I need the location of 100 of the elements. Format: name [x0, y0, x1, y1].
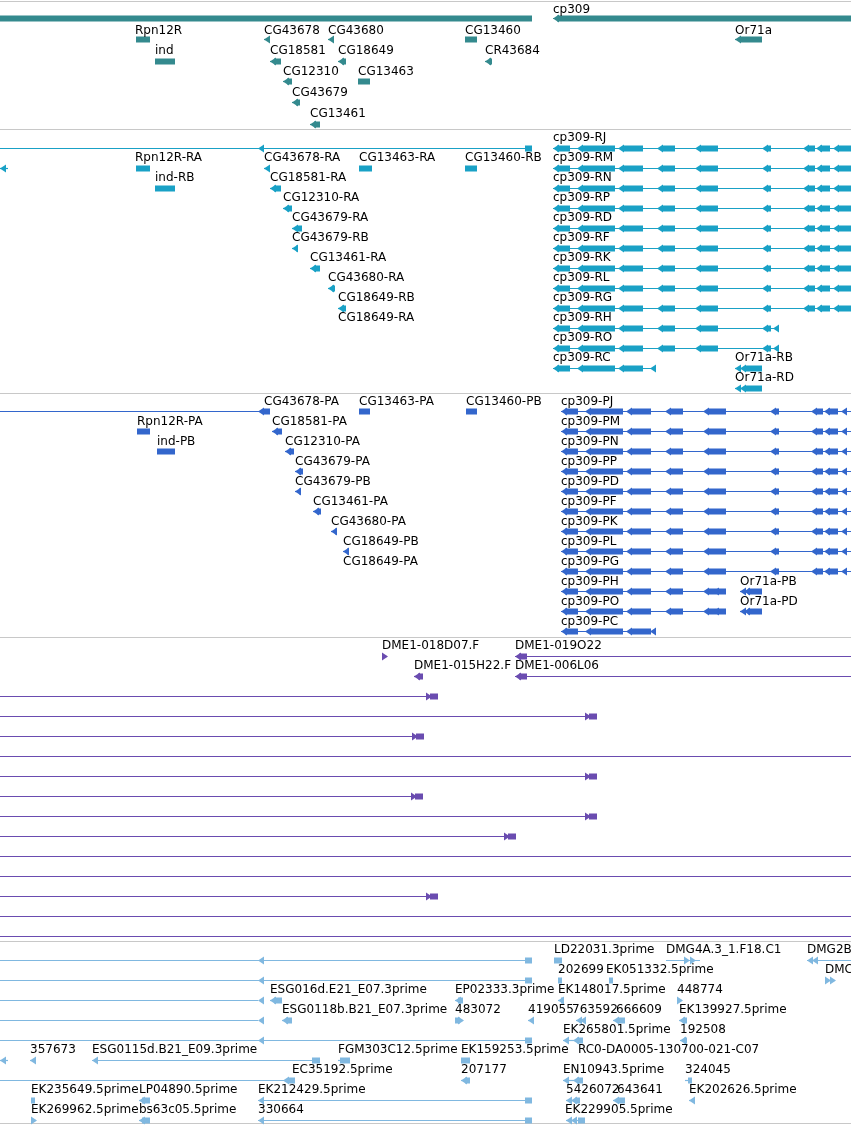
feature-label: cp309-PP	[561, 454, 617, 468]
feature-label: bs63c05.5prime	[139, 1102, 237, 1116]
feature-label: 207177	[461, 1062, 507, 1076]
feature-label: EK269962.5prime	[31, 1102, 139, 1116]
feature-label: Or71a	[735, 23, 772, 37]
feature-label: CG13463-RA	[359, 150, 436, 164]
feature-label: ESG016d.E21_E07.3prime	[270, 982, 427, 996]
feature-label: DME1-006L06	[515, 658, 599, 672]
feature-label: DME1-018D07.F	[382, 638, 480, 652]
feature-label: 357673	[30, 1042, 76, 1056]
feature-label: EK235649.5prime	[31, 1082, 139, 1096]
feature-label: CG43679-PB	[295, 474, 371, 488]
feature-label: cp309-PD	[561, 474, 619, 488]
feature-label: cp309-RL	[553, 270, 610, 284]
feature-label: Or71a-PD	[740, 594, 798, 608]
feature-label: cp309-RD	[553, 210, 613, 224]
feature-label: CG18649-RA	[338, 310, 415, 324]
feature-label: cp309-PL	[561, 534, 617, 548]
feature-label: cp309-PM	[561, 414, 621, 428]
feature-label: ind-PB	[157, 434, 196, 448]
feature-label: cp309-PN	[561, 434, 619, 448]
feature-label: 643641	[617, 1082, 663, 1096]
feature-label: 5426072	[566, 1082, 620, 1096]
feature-label: cp309-RN	[553, 170, 612, 184]
feature-label: 763592	[572, 1002, 618, 1016]
feature-label: EK051332.5prime	[606, 962, 714, 976]
feature-label: CG12310-RA	[283, 190, 360, 204]
feature-label: CG18649-RB	[338, 290, 415, 304]
feature-label: CG13461-PA	[313, 494, 388, 508]
feature-label: EK148017.5prime	[558, 982, 666, 996]
feature-label: cp309-RJ	[553, 130, 607, 144]
feature-label: EC35192.5prime	[292, 1062, 393, 1076]
feature-label: DME1-015H22.F	[414, 658, 512, 672]
feature-label: cp309-PC	[561, 614, 619, 628]
feature-label: ESG0115d.B21_E09.3prime	[92, 1042, 258, 1056]
feature-label: 324045	[685, 1062, 731, 1076]
feature-label: CG18581	[270, 43, 326, 57]
feature-label: FGM303C12.5prime	[338, 1042, 458, 1056]
feature-label: CG43679-PA	[295, 454, 370, 468]
feature-label: 202699	[558, 962, 604, 976]
feature-label: cp309-RM	[553, 150, 614, 164]
feature-label: EK159253.5prime	[461, 1042, 569, 1056]
feature-label: EK212429.5prime	[258, 1082, 366, 1096]
feature-label: cp309-PF	[561, 494, 617, 508]
feature-label: CG13463-PA	[359, 394, 434, 408]
feature-label: Or71a-PB	[740, 574, 797, 588]
feature-label: ind	[155, 43, 174, 57]
feature-label: Or71a-RD	[735, 370, 794, 384]
feature-label: DME1-019O22	[515, 638, 602, 652]
feature-label: CG43680	[328, 23, 384, 37]
feature-label: 330664	[258, 1102, 304, 1116]
feature-label: DMG2B	[807, 942, 851, 956]
feature-label: EK265801.5prime	[563, 1022, 671, 1036]
feature-label: cp309-PH	[561, 574, 619, 588]
feature-label: CG18581-PA	[272, 414, 347, 428]
feature-label: 419055	[528, 1002, 574, 1016]
feature-label: cp309-PG	[561, 554, 619, 568]
feature-label: cp309-RO	[553, 330, 613, 344]
feature-label: CG43679	[292, 85, 348, 99]
feature-label: cp309-PK	[561, 514, 618, 528]
feature-label: CG13461-RA	[310, 250, 387, 264]
feature-label: ind-RB	[155, 170, 195, 184]
feature-label: cp309	[553, 2, 591, 16]
feature-label: 666609	[616, 1002, 662, 1016]
feature-label: CG43680-PA	[331, 514, 406, 528]
feature-label: Or71a-RB	[735, 350, 793, 364]
feature-label: EK229905.5prime	[565, 1102, 673, 1116]
feature-label: CG13463	[358, 64, 414, 78]
feature-label: 448774	[677, 982, 723, 996]
feature-label: EP02333.3prime	[455, 982, 555, 996]
feature-label: CG43678	[264, 23, 320, 37]
feature-label: CG18581-RA	[270, 170, 347, 184]
feature-label: CG13460-RB	[465, 150, 542, 164]
feature-label: Rpn12R	[135, 23, 183, 37]
feature-label: EK139927.5prime	[679, 1002, 787, 1016]
feature-label: CG12310-PA	[285, 434, 360, 448]
feature-label: CG43680-RA	[328, 270, 405, 284]
feature-label: DMG4A.3_1.F18.C1	[666, 942, 782, 956]
feature-label: cp309-PO	[561, 594, 620, 608]
feature-label: CG18649-PA	[343, 554, 418, 568]
feature-label: 192508	[680, 1022, 726, 1036]
feature-label: cp309-RH	[553, 310, 612, 324]
feature-label: 483072	[455, 1002, 501, 1016]
feature-label: CG43679-RB	[292, 230, 369, 244]
feature-label: CG12310	[283, 64, 339, 78]
feature-label: Rpn12R-PA	[137, 414, 203, 428]
feature-label: cp309-RF	[553, 230, 610, 244]
feature-label: EK202626.5prime	[689, 1082, 797, 1096]
feature-label: CG43678-RA	[264, 150, 341, 164]
feature-label: CG13460-PB	[466, 394, 542, 408]
feature-label: ESG0118b.B21_E07.3prime	[282, 1002, 448, 1016]
feature-label: CG43678-PA	[264, 394, 339, 408]
feature-label: cp309-PJ	[561, 394, 614, 408]
feature-label: cp309-RG	[553, 290, 613, 304]
feature-label: cp309-RC	[553, 350, 611, 364]
feature-label: EN10943.5prime	[563, 1062, 665, 1076]
feature-label: CG13461	[310, 106, 366, 120]
feature-label: CG43679-RA	[292, 210, 369, 224]
feature-label: Rpn12R-RA	[135, 150, 203, 164]
feature-label: cp309-RP	[553, 190, 611, 204]
